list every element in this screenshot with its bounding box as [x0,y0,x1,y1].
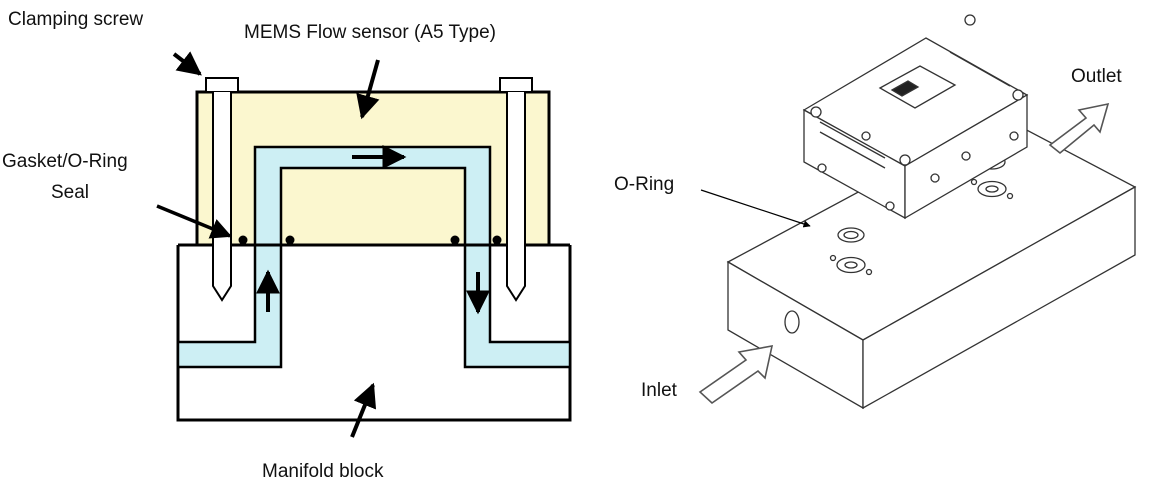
inlet-arrow [698,344,774,405]
outlet-arrow [1048,102,1110,155]
manifold-block-3d [726,115,1137,410]
gasket-label-line2: Seal [51,182,89,203]
manifold-label: Manifold block [262,461,384,482]
inlet-label: Inlet [641,380,678,401]
gasket-label-line1: Gasket/O-Ring [2,151,128,172]
gasket-pointer [156,204,232,239]
clamping-screw-right [499,77,533,302]
o-ring-label: O-Ring [614,174,674,195]
manifold-pointer [350,382,377,438]
cross-section-diagram: Clamping screw MEMS Flow sensor (A5 Type… [2,9,572,482]
clamping-screw-label: Clamping screw [8,9,143,30]
outlet-label: Outlet [1071,66,1122,87]
sensor-pointer [356,59,380,120]
flow-sensor-module-3d [802,14,1029,220]
o-ring-pointer [700,189,811,228]
clamping-screw-pointer [172,51,202,76]
o-ring-seal [450,235,460,245]
o-ring-seal [285,235,295,245]
sensor-label: MEMS Flow sensor (A5 Type) [244,22,496,43]
clamping-screw-left [205,77,239,302]
inlet-port [784,310,800,334]
o-ring-seal [492,235,502,245]
o-ring-seal [238,235,248,245]
isometric-diagram [698,14,1137,410]
